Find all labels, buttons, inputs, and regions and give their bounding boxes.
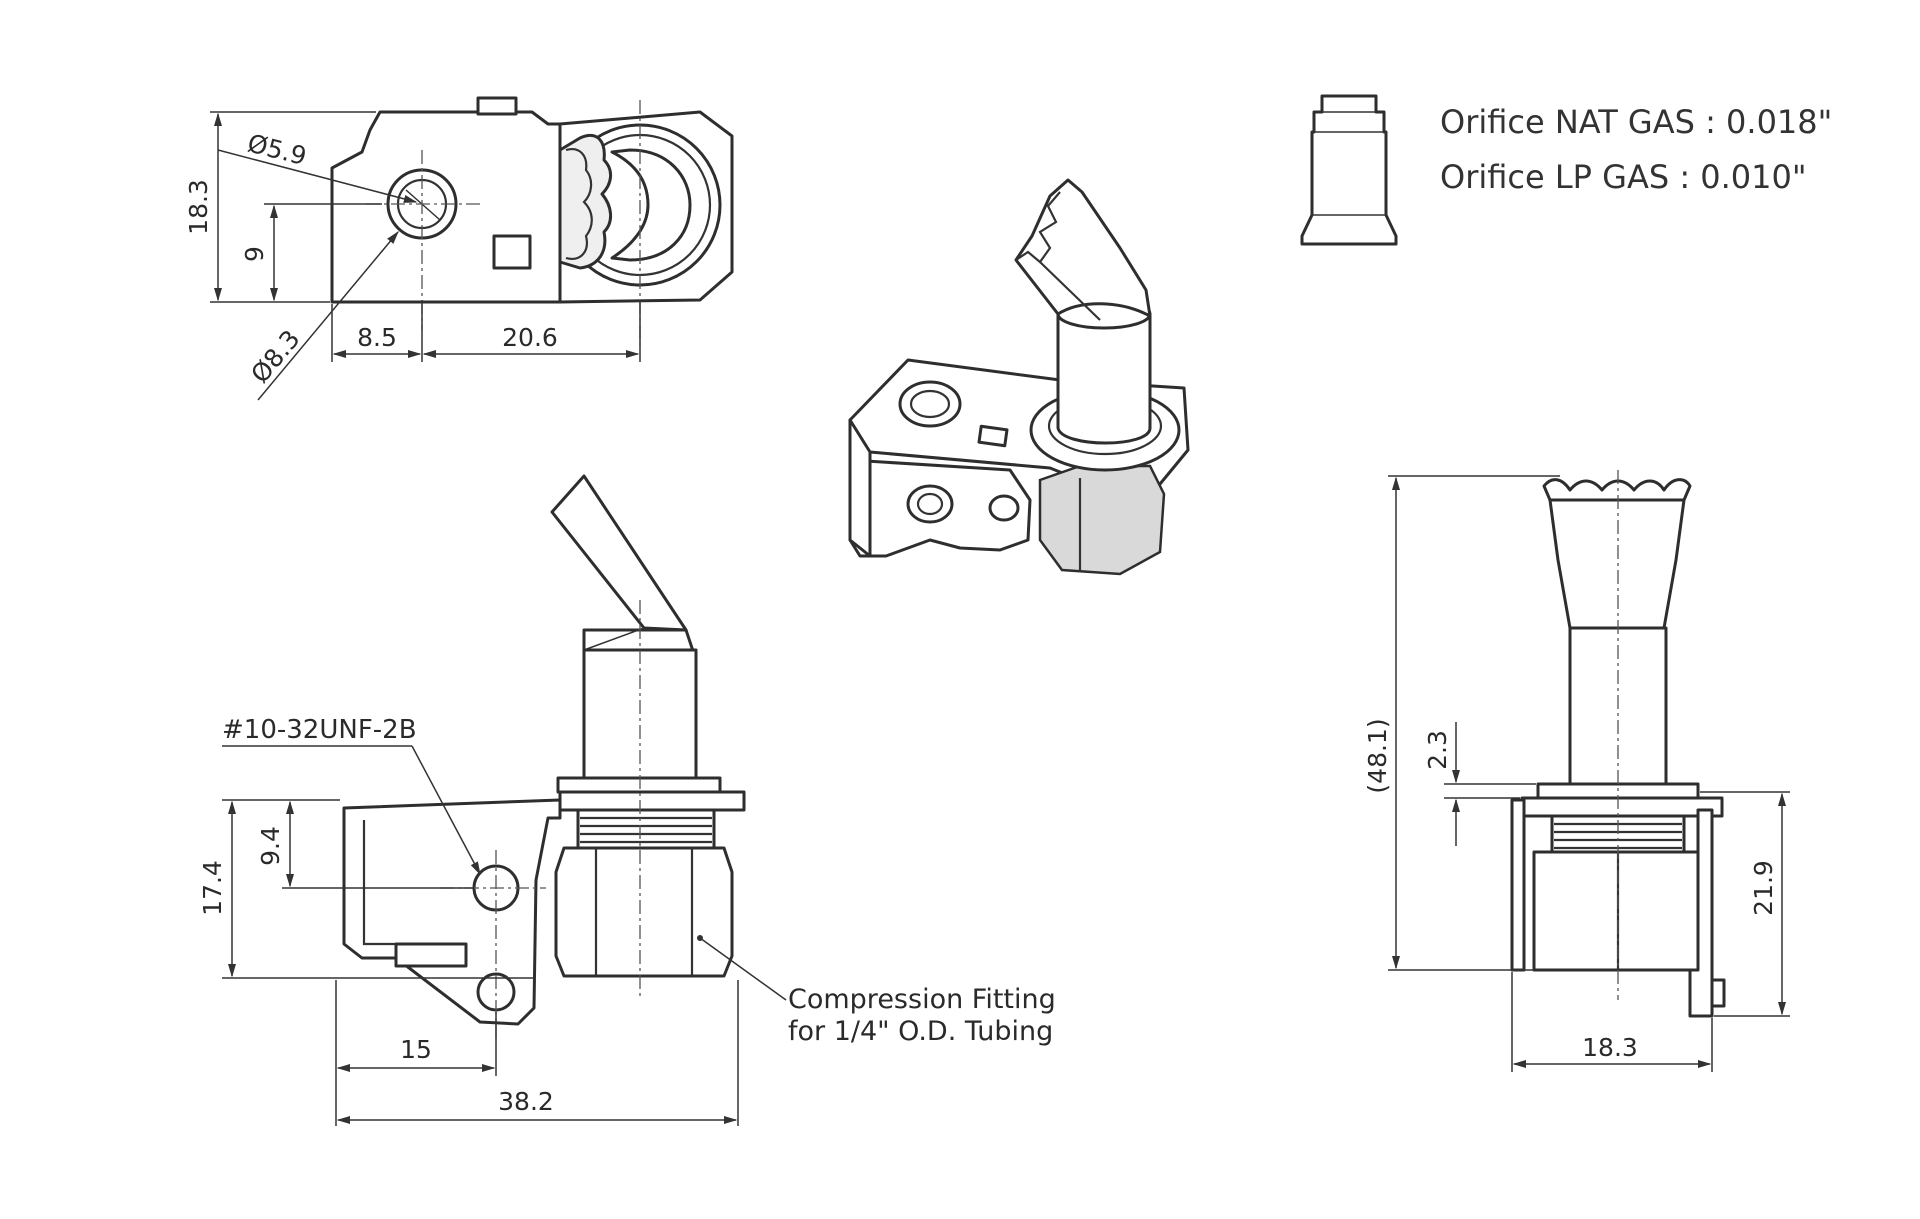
- dim-top-height: 18.3: [184, 179, 213, 235]
- dim-hole-offset: 15: [400, 1035, 432, 1064]
- dim-bracket-height: 17.4: [198, 860, 227, 916]
- side-view: [342, 474, 746, 1040]
- isometric-view: [848, 178, 1190, 576]
- dim-overall-width: 38.2: [498, 1087, 554, 1116]
- dim-front-lower-height: 21.9: [1749, 860, 1778, 916]
- thread-callout: #10-32UNF-2B: [222, 715, 417, 745]
- front-view-dimensions: [1388, 475, 1790, 1072]
- side-view-dimensions: [222, 745, 787, 1126]
- front-view: [1510, 470, 1726, 1018]
- dim-diameter-outer: Ø8.3: [245, 324, 305, 388]
- orifice-nat-gas-label: Orifice NAT GAS : 0.018": [1440, 103, 1832, 141]
- orifice-icon: [1300, 94, 1398, 246]
- fitting-note-line2: for 1/4" O.D. Tubing: [788, 1016, 1053, 1047]
- dim-front-flange-thickness: 2.3: [1423, 730, 1452, 770]
- dim-top-hole-height: 9: [240, 246, 269, 262]
- fitting-note-line1: Compression Fitting: [788, 984, 1056, 1015]
- orifice-lp-gas-label: Orifice LP GAS : 0.010": [1440, 158, 1807, 196]
- dim-top-offset-left: 8.5: [357, 323, 397, 352]
- dim-top-offset-right: 20.6: [502, 323, 558, 352]
- top-view-dimensions: [210, 111, 641, 401]
- dim-diameter-inner: Ø5.9: [245, 128, 310, 171]
- dim-front-overall-height: (48.1): [1363, 718, 1392, 793]
- top-view: [330, 96, 734, 345]
- dim-front-width: 18.3: [1582, 1033, 1638, 1062]
- dim-hole-height: 9.4: [256, 826, 285, 866]
